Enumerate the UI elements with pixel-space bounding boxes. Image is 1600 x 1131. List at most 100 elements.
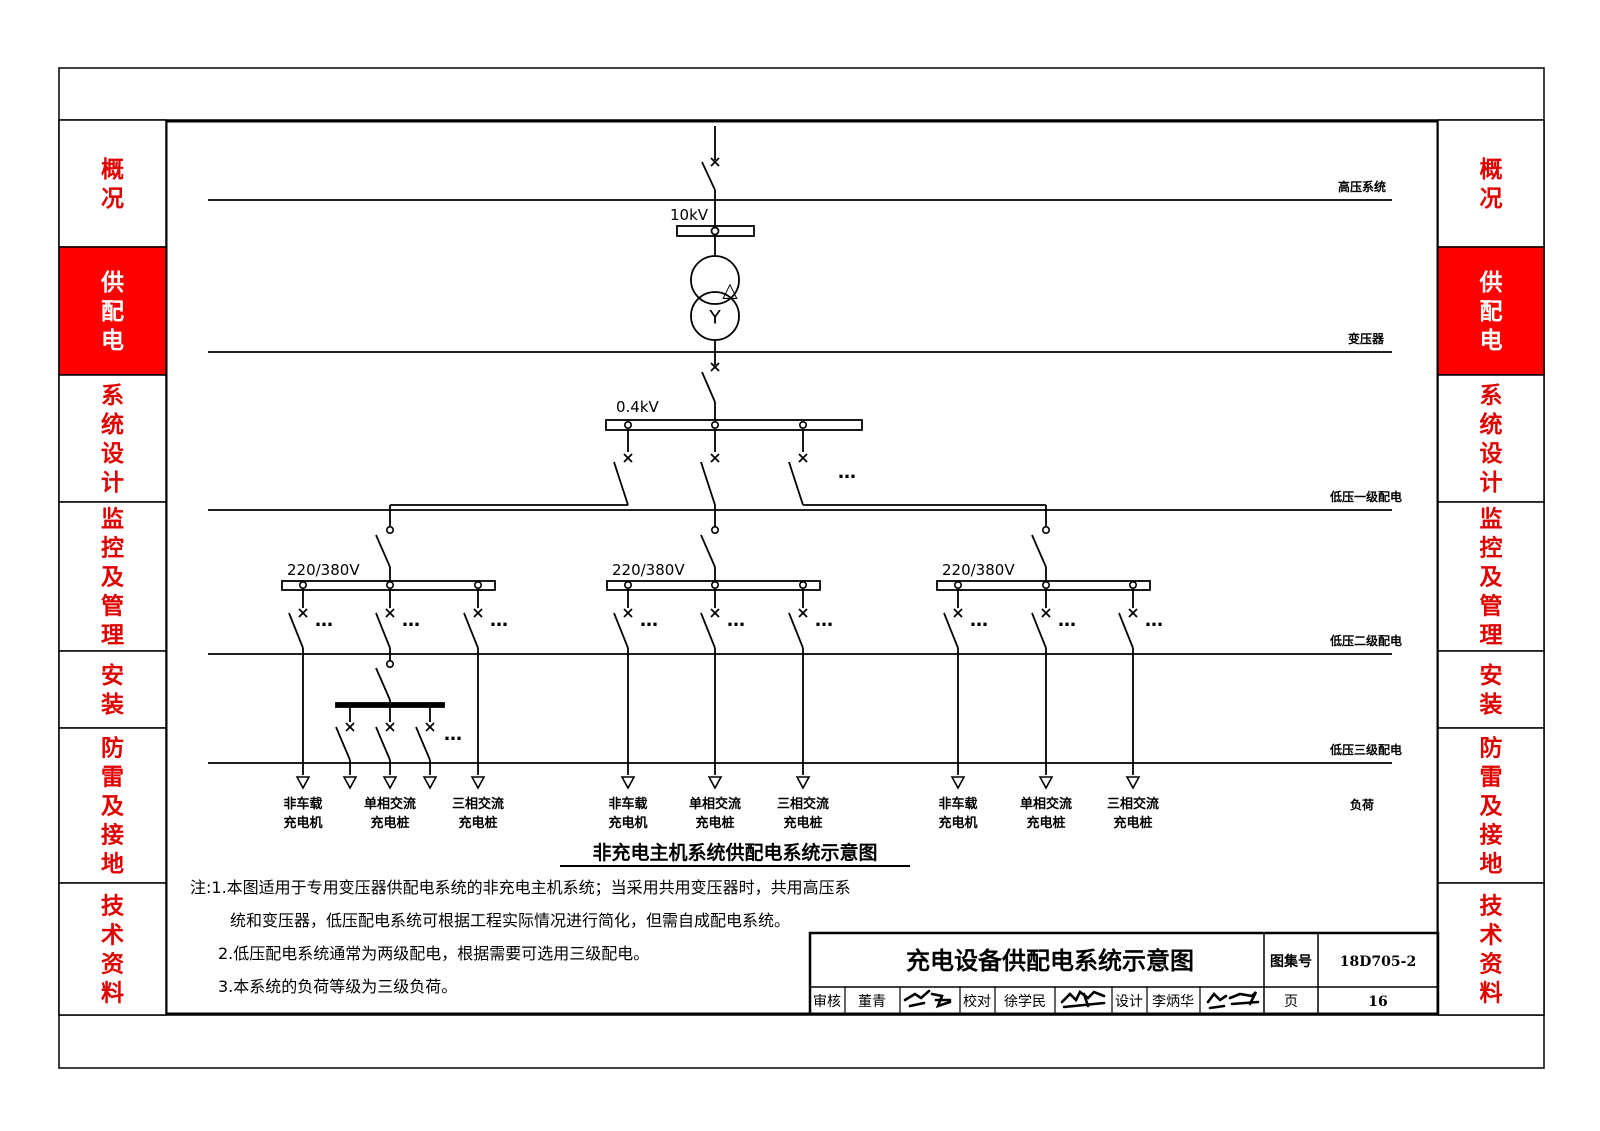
side-tab-right-3[interactable]: 监控及管理 bbox=[1437, 501, 1545, 652]
diagram-caption: 非充电主机系统供配电系统示意图 bbox=[592, 841, 877, 864]
delta-symbol: △ bbox=[722, 278, 738, 302]
load-arrow bbox=[707, 776, 723, 790]
reviewer-name: 董青 bbox=[858, 994, 886, 1010]
load-label: 充电机 bbox=[283, 815, 322, 831]
load-label: 充电机 bbox=[608, 815, 647, 831]
lv2-breaker bbox=[943, 612, 959, 649]
side-tab-left-3[interactable]: 监控及管理 bbox=[58, 501, 167, 652]
lv2-breaker bbox=[1118, 612, 1134, 649]
lv-bus-0.4kv bbox=[605, 419, 863, 431]
page-number: 16 bbox=[1368, 994, 1387, 1010]
level-label-load: 负荷 bbox=[1350, 797, 1374, 812]
side-tab-label: 系统设计 bbox=[101, 383, 124, 496]
side-tab-label: 监控及管理 bbox=[101, 507, 124, 649]
side-tab-right-5[interactable]: 防雷及接地 bbox=[1437, 727, 1545, 884]
ellipsis-mark: … bbox=[838, 462, 856, 483]
ellipsis-mark: … bbox=[970, 610, 988, 631]
load-label: 充电桩 bbox=[1113, 815, 1152, 831]
load-arrow bbox=[342, 776, 358, 790]
load-label: 三相交流 bbox=[777, 796, 829, 812]
load-arrow bbox=[795, 776, 811, 790]
lv3-breaker bbox=[375, 726, 391, 761]
side-tab-right-6[interactable]: 技术资料 bbox=[1437, 882, 1545, 1016]
lv2-incoming-switch bbox=[375, 534, 391, 568]
side-tab-label: 技术资料 bbox=[101, 894, 125, 1007]
side-tab-left-4[interactable]: 安装 bbox=[58, 650, 167, 729]
side-tab-right-1[interactable]: 供配电 bbox=[1437, 246, 1545, 376]
bus-third-level bbox=[335, 702, 445, 708]
ellipsis-mark: … bbox=[444, 724, 462, 745]
load-label: 三相交流 bbox=[1107, 796, 1159, 812]
checker-signature bbox=[1060, 990, 1106, 1009]
level-label-lv2: 低压二级配电 bbox=[1329, 633, 1402, 648]
level-lines bbox=[208, 199, 1392, 764]
ellipsis-mark: … bbox=[315, 610, 333, 631]
ellipsis-mark: … bbox=[1058, 610, 1076, 631]
voltage-10kv: 10kV bbox=[670, 206, 709, 224]
lv1-breaker bbox=[700, 461, 716, 506]
side-tab-left-2[interactable]: 系统设计 bbox=[58, 374, 167, 503]
lv2-breaker bbox=[288, 612, 304, 649]
load-arrow bbox=[295, 776, 311, 790]
lv2-breaker bbox=[1031, 612, 1047, 649]
level-label-lv1: 低压一级配电 bbox=[1329, 489, 1402, 504]
load-label: 充电机 bbox=[938, 815, 977, 831]
lv1-breaker bbox=[613, 461, 629, 506]
main-feeder bbox=[605, 126, 863, 431]
lv-main-switch bbox=[701, 371, 716, 403]
distribution-labels: …220/380V…非车载充电机……单相交流充电桩…三相交流充电桩220/380… bbox=[283, 462, 1163, 831]
designer-name: 李炳华 bbox=[1152, 994, 1194, 1010]
load-label: 单相交流 bbox=[364, 796, 416, 812]
side-tab-label: 防雷及接地 bbox=[1480, 735, 1503, 878]
side-tab-label: 概况 bbox=[1480, 157, 1503, 212]
ellipsis-mark: … bbox=[402, 610, 420, 631]
side-tab-label: 监控及管理 bbox=[1480, 507, 1503, 649]
load-arrow bbox=[382, 776, 398, 790]
note-1: 注:1.本图适用于专用变压器供配电系统的非充电主机系统；当采用共用变压器时，共用… bbox=[190, 878, 851, 897]
note-2: 2.低压配电系统通常为两级配电，根据需要可选用三级配电。 bbox=[218, 944, 649, 963]
side-tab-label: 供配电 bbox=[100, 269, 124, 354]
load-label: 充电桩 bbox=[1026, 815, 1065, 831]
side-tab-label: 安装 bbox=[1480, 662, 1503, 718]
voltage-220-380v: 220/380V bbox=[612, 561, 685, 579]
load-label: 充电桩 bbox=[370, 815, 409, 831]
atlas-label: 图集号 bbox=[1270, 953, 1312, 970]
side-tab-label: 技术资料 bbox=[1480, 894, 1504, 1007]
sheet-title: 充电设备供配电系统示意图 bbox=[906, 947, 1194, 975]
load-arrow bbox=[422, 776, 438, 790]
ellipsis-mark: … bbox=[1145, 610, 1163, 631]
side-tab-right-0[interactable]: 概况 bbox=[1437, 119, 1545, 248]
voltage-220-380v: 220/380V bbox=[942, 561, 1015, 579]
side-tab-right-4[interactable]: 安装 bbox=[1437, 650, 1545, 729]
side-tab-left-0[interactable]: 概况 bbox=[58, 119, 167, 248]
atlas-number: 18D705-2 bbox=[1340, 954, 1416, 970]
lv2-breaker bbox=[700, 612, 716, 649]
level-label-hv: 高压系统 bbox=[1338, 179, 1386, 194]
side-tab-left-1[interactable]: 供配电 bbox=[58, 246, 167, 376]
level-label-transformer: 变压器 bbox=[1348, 331, 1385, 346]
transformer-primary-winding bbox=[690, 255, 740, 305]
side-tab-label: 概况 bbox=[101, 157, 124, 212]
voltage-0.4kv: 0.4kV bbox=[616, 398, 660, 416]
side-tab-right-2[interactable]: 系统设计 bbox=[1437, 374, 1545, 503]
bus-220-380v bbox=[281, 580, 496, 591]
lv2-breaker bbox=[463, 612, 479, 649]
lv2-breaker bbox=[375, 612, 391, 649]
ellipsis-mark: … bbox=[727, 610, 745, 631]
load-label: 三相交流 bbox=[452, 796, 504, 812]
wye-symbol: Y bbox=[708, 307, 721, 329]
lv3-breaker bbox=[335, 726, 351, 761]
review-label: 审核 bbox=[813, 994, 841, 1010]
load-arrow bbox=[620, 776, 636, 790]
note-3: 3.本系统的负荷等级为三级负荷。 bbox=[218, 977, 457, 996]
lv2-incoming-switch bbox=[700, 534, 716, 568]
load-label: 单相交流 bbox=[689, 796, 741, 812]
ellipsis-mark: … bbox=[490, 610, 508, 631]
ellipsis-mark: … bbox=[815, 610, 833, 631]
side-tab-left-6[interactable]: 技术资料 bbox=[58, 882, 167, 1016]
voltage-220-380v: 220/380V bbox=[287, 561, 360, 579]
bus-220-380v bbox=[936, 580, 1151, 591]
side-tab-left-5[interactable]: 防雷及接地 bbox=[58, 727, 167, 884]
